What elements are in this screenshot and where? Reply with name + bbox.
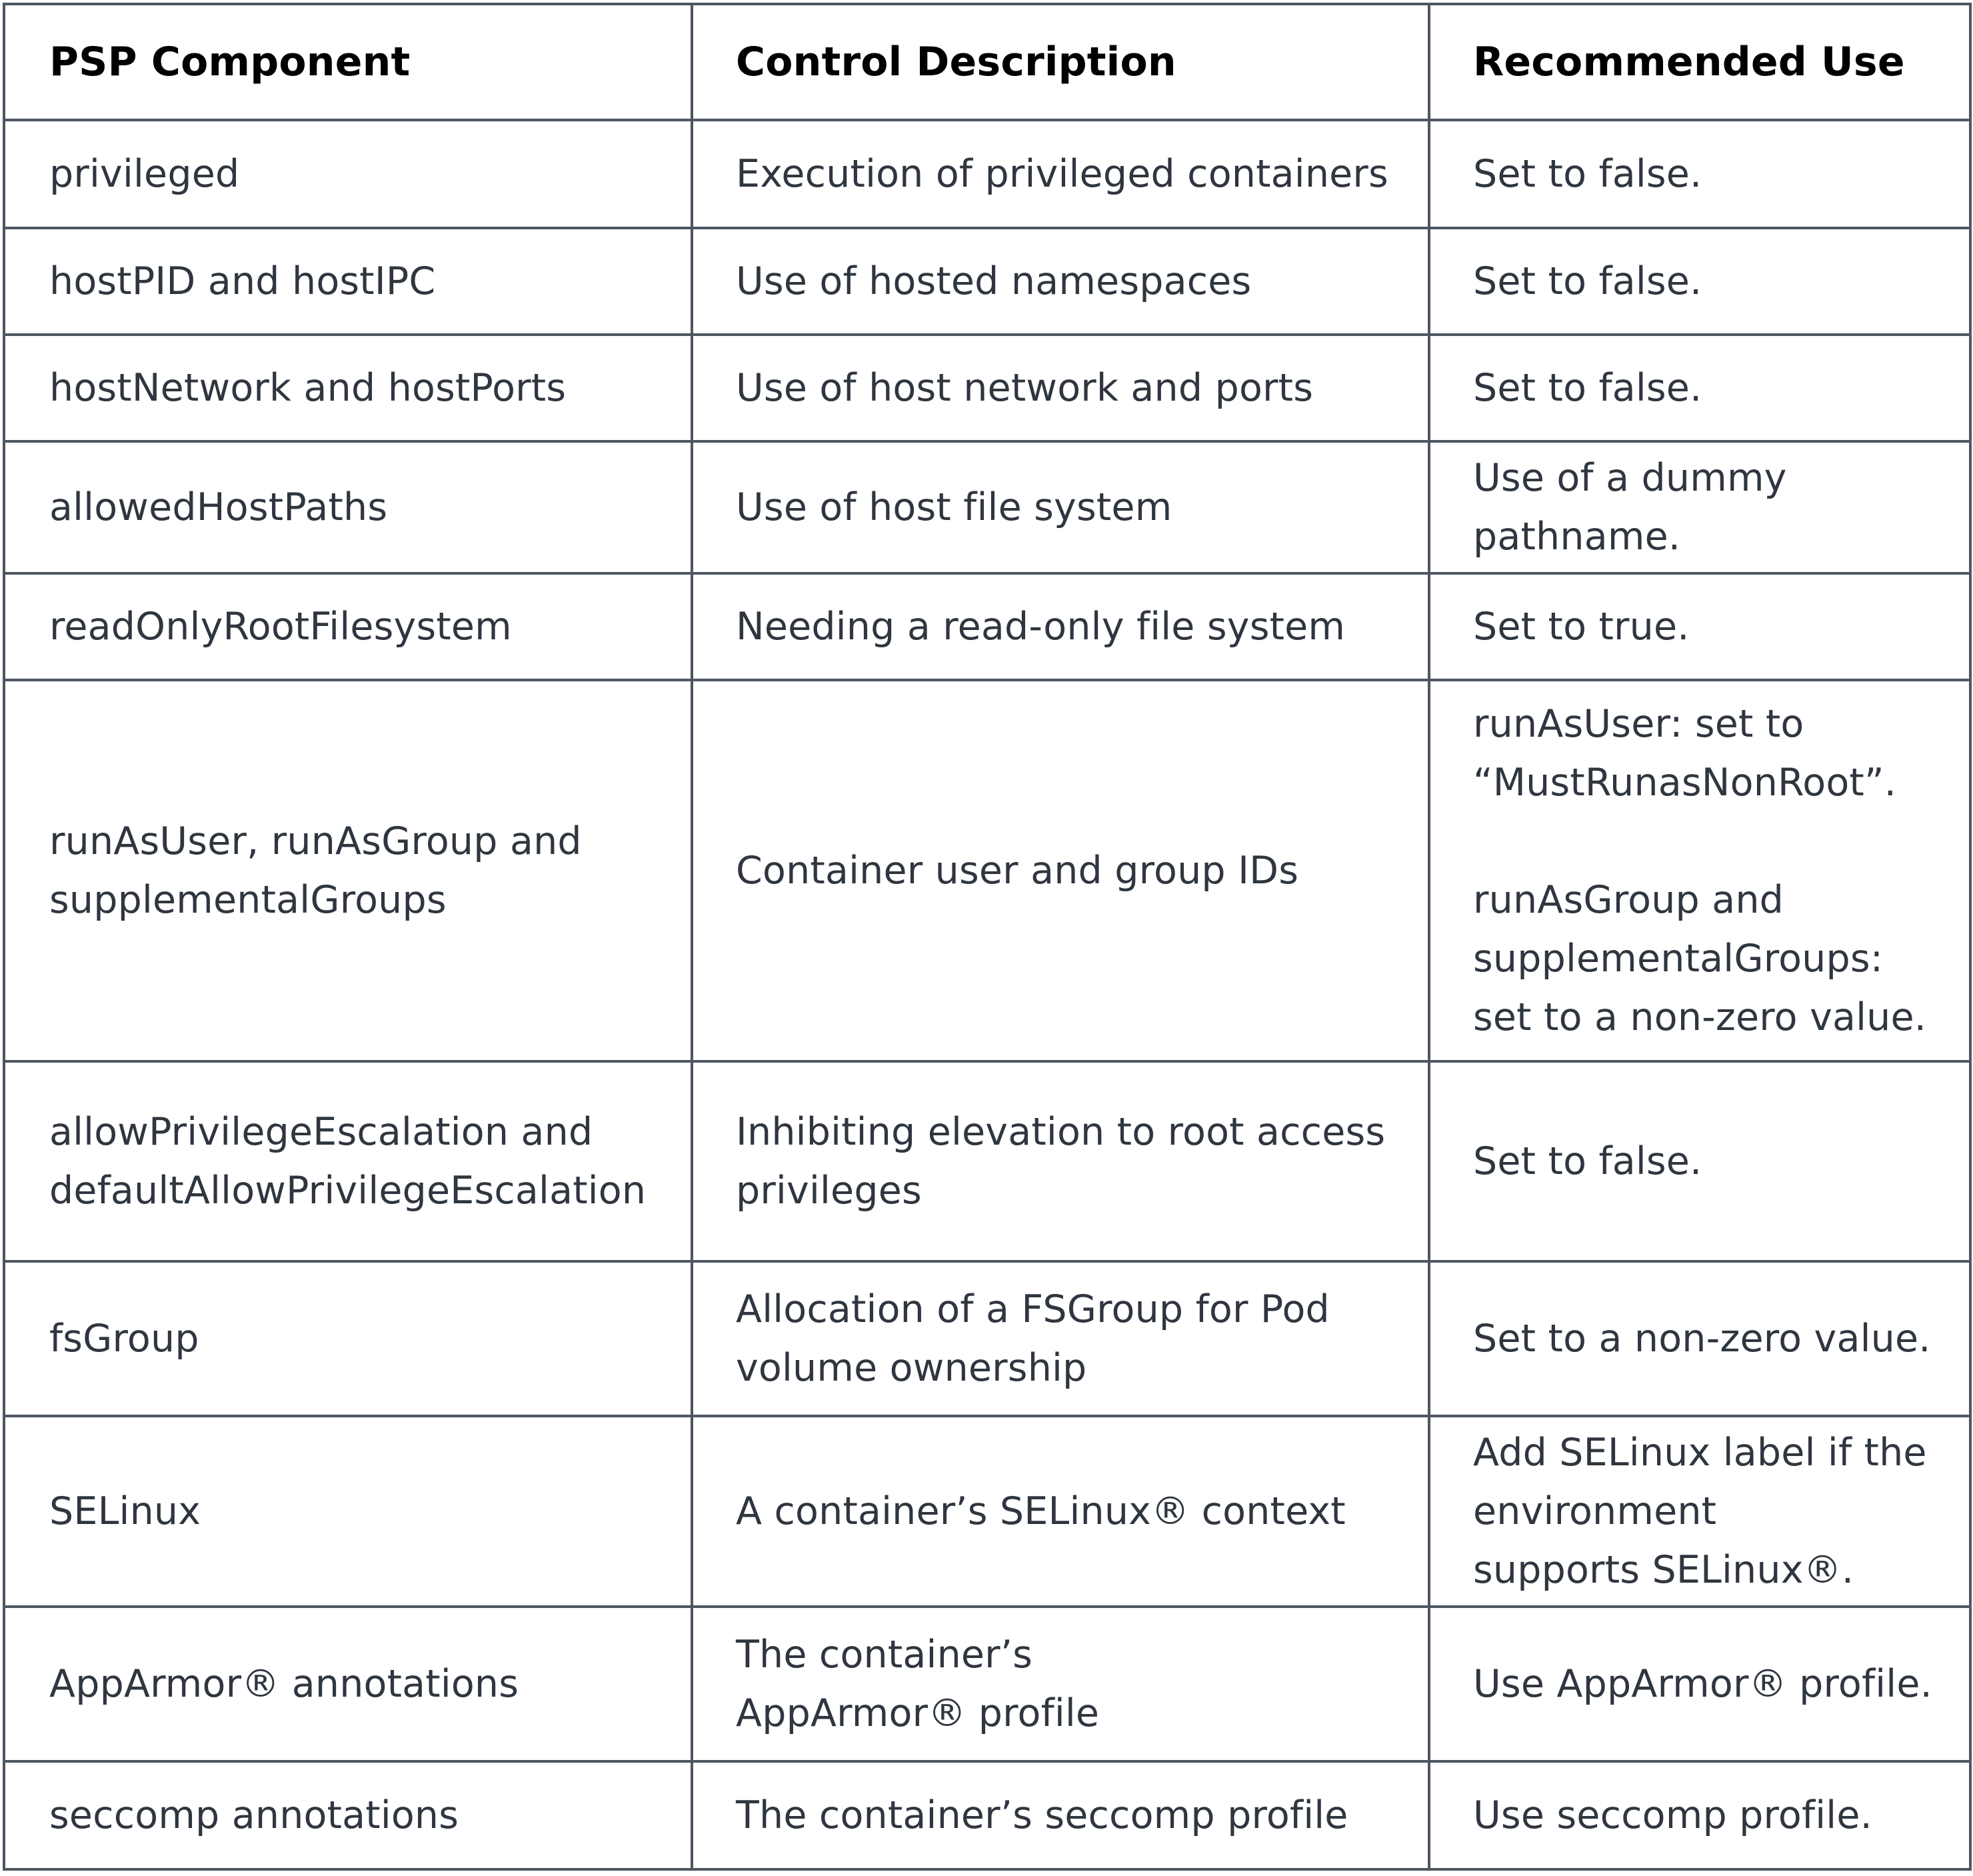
table-row: privileged Execution of privileged contai… xyxy=(3,119,1972,229)
cell-text-line: The container’s xyxy=(736,1633,1033,1677)
cell-control-description: Use of host file system xyxy=(691,440,1430,575)
table-row: runAsUser, runAsGroup and supplementalGro… xyxy=(3,679,1972,1063)
cell-text-line: pathname. xyxy=(1473,515,1681,559)
cell-text-line: Set to false. xyxy=(1473,1139,1702,1183)
cell-text-line: Use of host network and ports xyxy=(736,366,1314,410)
cell-psp-component: hostPID and hostIPC xyxy=(3,227,693,336)
header-row: PSP Component Control Description Recomm… xyxy=(3,3,1972,121)
cell-text-line: Use AppArmor® profile. xyxy=(1473,1662,1932,1706)
table-row: readOnlyRootFilesystem Needing a read-onl… xyxy=(3,572,1972,681)
header-recommended-use: Recommended Use xyxy=(1428,3,1972,121)
cell-text-line: supplementalGroups xyxy=(49,878,447,922)
cell-psp-component: fsGroup xyxy=(3,1260,693,1417)
cell-text-line: supports SELinux®. xyxy=(1473,1548,1854,1592)
cell-recommended-use: runAsUser: set to “MustRunasNonRoot”. runA… xyxy=(1428,679,1972,1063)
cell-text-line: Allocation of a FSGroup for Pod xyxy=(736,1287,1330,1331)
cell-psp-component: hostNetwork and hostPorts xyxy=(3,333,693,443)
cell-recommended-use: Set to a non-zero value. xyxy=(1428,1260,1972,1417)
cell-text-line: privileged xyxy=(49,152,240,196)
cell-control-description: Needing a read-only file system xyxy=(691,572,1430,681)
cell-text-line: allowPrivilegeEscalation and xyxy=(49,1110,593,1154)
cell-text-line: runAsUser, runAsGroup and xyxy=(49,819,582,863)
cell-recommended-use: Use seccomp profile. xyxy=(1428,1760,1972,1871)
cell-recommended-use: Set to false. xyxy=(1428,333,1972,443)
cell-text-line: A container’s SELinux® context xyxy=(736,1489,1346,1533)
table-body: privileged Execution of privileged contai… xyxy=(3,119,1972,1871)
cell-text-line: readOnlyRootFilesystem xyxy=(49,605,512,649)
cell-text-line: Set to false. xyxy=(1473,259,1702,303)
cell-text-line: Set to false. xyxy=(1473,366,1702,410)
table-row: hostPID and hostIPC Use of hosted namespa… xyxy=(3,227,1972,336)
cell-control-description: Container user and group IDs xyxy=(691,679,1430,1063)
header-control-description: Control Description xyxy=(691,3,1430,121)
table-row: hostNetwork and hostPorts Use of host net… xyxy=(3,333,1972,443)
cell-text-line: seccomp annotations xyxy=(49,1793,459,1837)
header-psp-component: PSP Component xyxy=(3,3,693,121)
cell-control-description: Allocation of a FSGroup for Pod volume ow… xyxy=(691,1260,1430,1417)
cell-psp-component: readOnlyRootFilesystem xyxy=(3,572,693,681)
cell-text-line: Needing a read-only file system xyxy=(736,605,1346,649)
cell-text-line: Use of hosted namespaces xyxy=(736,259,1252,303)
cell-text-line: AppArmor® profile xyxy=(736,1691,1100,1735)
cell-control-description: Use of host network and ports xyxy=(691,333,1430,443)
cell-text-line: The container’s seccomp profile xyxy=(736,1793,1348,1837)
cell-recommended-use: Set to true. xyxy=(1428,572,1972,681)
cell-text-line: privileges xyxy=(736,1169,922,1213)
cell-text-line: fsGroup xyxy=(49,1317,199,1361)
cell-recommended-use: Add SELinux label if the environment suppo… xyxy=(1428,1415,1972,1608)
cell-text-line: defaultAllowPrivilegeEscalation xyxy=(49,1169,647,1213)
cell-control-description: The container’s seccomp profile xyxy=(691,1760,1430,1871)
cell-control-description: Use of hosted namespaces xyxy=(691,227,1430,336)
cell-text-line: volume ownership xyxy=(736,1346,1087,1390)
cell-control-description: Execution of privileged containers xyxy=(691,119,1430,229)
cell-text-line: Use of a dummy xyxy=(1473,456,1787,500)
cell-recommended-use: Use of a dummy pathname. xyxy=(1428,440,1972,575)
cell-text-line: set to a non-zero value. xyxy=(1473,995,1927,1039)
cell-recommended-use: Use AppArmor® profile. xyxy=(1428,1605,1972,1763)
table-row: fsGroup Allocation of a FSGroup for Pod vo… xyxy=(3,1260,1972,1417)
cell-text-line: AppArmor® annotations xyxy=(49,1662,519,1706)
cell-text-line: Execution of privileged containers xyxy=(736,152,1388,196)
cell-psp-component: AppArmor® annotations xyxy=(3,1605,693,1763)
psp-controls-table: PSP Component Control Description Recomm… xyxy=(3,3,1972,1871)
cell-recommended-use: Set to false. xyxy=(1428,119,1972,229)
cell-text-line: allowedHostPaths xyxy=(49,485,388,529)
cell-text-line: Use of host file system xyxy=(736,485,1172,529)
cell-text-line: hostNetwork and hostPorts xyxy=(49,366,567,410)
table-row: SELinux A container’s SELinux® context Add… xyxy=(3,1415,1972,1608)
cell-text-line: runAsUser: set to xyxy=(1473,702,1804,746)
cell-text-line: Add SELinux label if the xyxy=(1473,1431,1927,1475)
table-row: allowPrivilegeEscalation and defaultAllow… xyxy=(3,1060,1972,1263)
cell-psp-component: privileged xyxy=(3,119,693,229)
cell-control-description: Inhibiting elevation to root access privi… xyxy=(691,1060,1430,1263)
cell-recommended-use: Set to false. xyxy=(1428,227,1972,336)
table-row: allowedHostPaths Use of host file system U… xyxy=(3,440,1972,575)
cell-psp-component: allowedHostPaths xyxy=(3,440,693,575)
cell-text-line: supplementalGroups: xyxy=(1473,937,1884,981)
cell-text-line: Container user and group IDs xyxy=(736,849,1299,893)
cell-psp-component: allowPrivilegeEscalation and defaultAllow… xyxy=(3,1060,693,1263)
cell-text-line: “MustRunasNonRoot”. xyxy=(1473,761,1897,805)
cell-text-line: Set to true. xyxy=(1473,605,1690,649)
cell-text-line: Use seccomp profile. xyxy=(1473,1793,1872,1837)
cell-text-line: Set to false. xyxy=(1473,152,1702,196)
cell-text-line: SELinux xyxy=(49,1489,201,1533)
cell-text-line: Set to a non-zero value. xyxy=(1473,1317,1931,1361)
cell-text-line: hostPID and hostIPC xyxy=(49,259,436,303)
cell-psp-component: SELinux xyxy=(3,1415,693,1608)
cell-text-line: runAsGroup and xyxy=(1473,878,1784,922)
blank-line xyxy=(1473,812,1953,871)
cell-text-line: environment xyxy=(1473,1489,1717,1533)
cell-psp-component: runAsUser, runAsGroup and supplementalGro… xyxy=(3,679,693,1063)
cell-psp-component: seccomp annotations xyxy=(3,1760,693,1871)
cell-recommended-use: Set to false. xyxy=(1428,1060,1972,1263)
cell-text-line: Inhibiting elevation to root access xyxy=(736,1110,1386,1154)
cell-control-description: A container’s SELinux® context xyxy=(691,1415,1430,1608)
table-row: seccomp annotations The container’s secco… xyxy=(3,1760,1972,1871)
